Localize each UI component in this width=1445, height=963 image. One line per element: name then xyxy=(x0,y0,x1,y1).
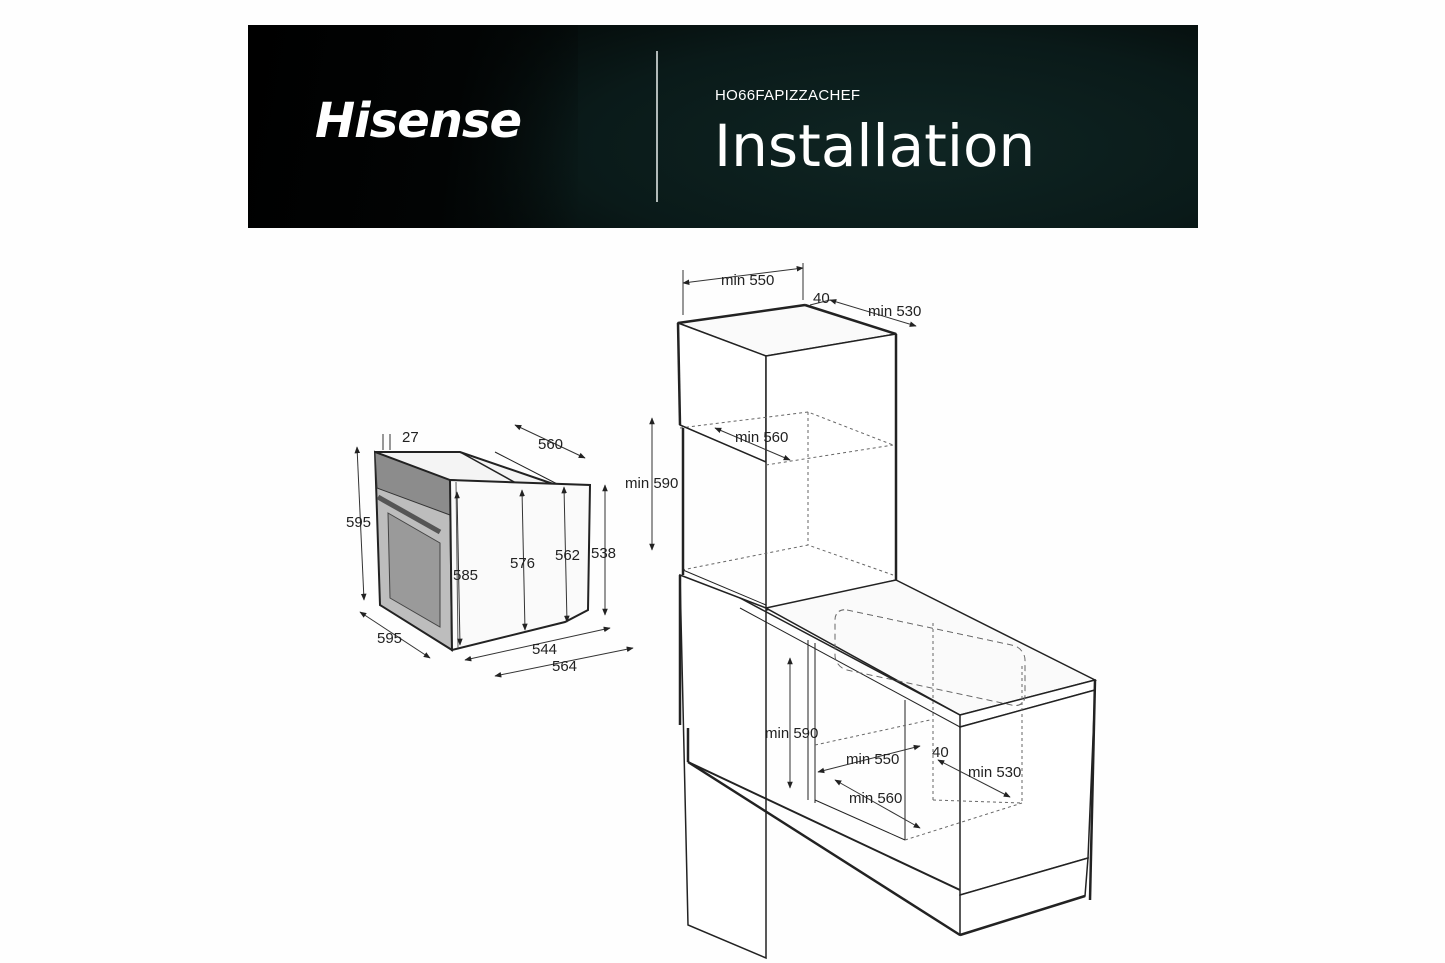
dim-body-height-mid: 576 xyxy=(510,555,535,572)
dim-top-depth: 560 xyxy=(538,436,563,453)
dim-panel-depth: 27 xyxy=(402,429,419,446)
brand-logo: Hisense xyxy=(315,93,522,149)
model-number: HO66FAPIZZACHEF xyxy=(715,87,861,104)
dim-body-height-front: 585 xyxy=(453,567,478,584)
dim-tall-depth: min 530 xyxy=(868,303,921,320)
dim-front-width: 595 xyxy=(377,630,402,647)
dim-under-width: min 550 xyxy=(846,751,899,768)
dim-bottom-depth-inner: 544 xyxy=(532,641,557,658)
page-title: Installation xyxy=(714,112,1036,180)
dim-rear-height: 538 xyxy=(591,545,616,562)
dim-body-height-rear: 562 xyxy=(555,547,580,564)
dim-bottom-depth-outer: 564 xyxy=(552,658,577,675)
dim-front-height: 595 xyxy=(346,514,371,531)
dim-under-inner-depth: min 560 xyxy=(849,790,902,807)
dim-under-rear-gap: 40 xyxy=(932,744,949,761)
banner-divider xyxy=(656,51,658,202)
dim-under-niche-height: min 590 xyxy=(765,725,818,742)
dim-tall-width: min 550 xyxy=(721,272,774,289)
dim-tall-rear-gap: 40 xyxy=(813,290,830,307)
header-banner: Hisense HO66FAPIZZACHEF Installation xyxy=(248,25,1198,228)
dim-tall-niche-height: min 590 xyxy=(625,475,678,492)
dim-tall-inner-depth: min 560 xyxy=(735,429,788,446)
dim-under-depth: min 530 xyxy=(968,764,1021,781)
cabinet-drawing xyxy=(676,303,1098,960)
